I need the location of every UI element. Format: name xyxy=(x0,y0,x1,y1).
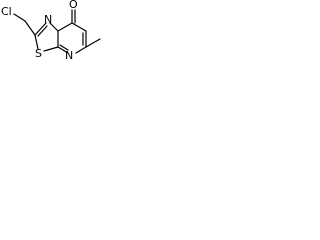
bond-c7-n8 xyxy=(75,46,87,54)
bond-set xyxy=(13,9,101,54)
bond-ch2-c2 xyxy=(24,20,36,36)
bond-c2-n-upper-double xyxy=(37,25,48,37)
bond-c7-methyl xyxy=(85,38,101,48)
bond-c-fused-s xyxy=(43,46,59,52)
bond-c2-n-upper xyxy=(34,22,47,36)
atom-nitrogen-upper-label: N xyxy=(44,13,52,26)
molecule-structure: Cl O S N N xyxy=(1,0,101,62)
atom-chlorine-label: Cl xyxy=(1,5,12,18)
bond-c5-c6 xyxy=(71,22,87,32)
bond-cl-ch2 xyxy=(13,13,26,22)
atom-nitrogen-lower-label: N xyxy=(65,49,73,62)
bond-n8-c-fused-double xyxy=(59,44,69,51)
bond-n8-c-fused xyxy=(57,46,69,54)
atom-labels: Cl O S N N xyxy=(1,0,78,62)
atom-sulfur-label: S xyxy=(35,47,42,60)
bond-n-upper-n-bridge xyxy=(49,22,59,32)
atom-oxygen-label: O xyxy=(69,0,78,11)
bond-s-c2 xyxy=(34,34,39,50)
bond-n-bridge-c5 xyxy=(57,22,73,32)
